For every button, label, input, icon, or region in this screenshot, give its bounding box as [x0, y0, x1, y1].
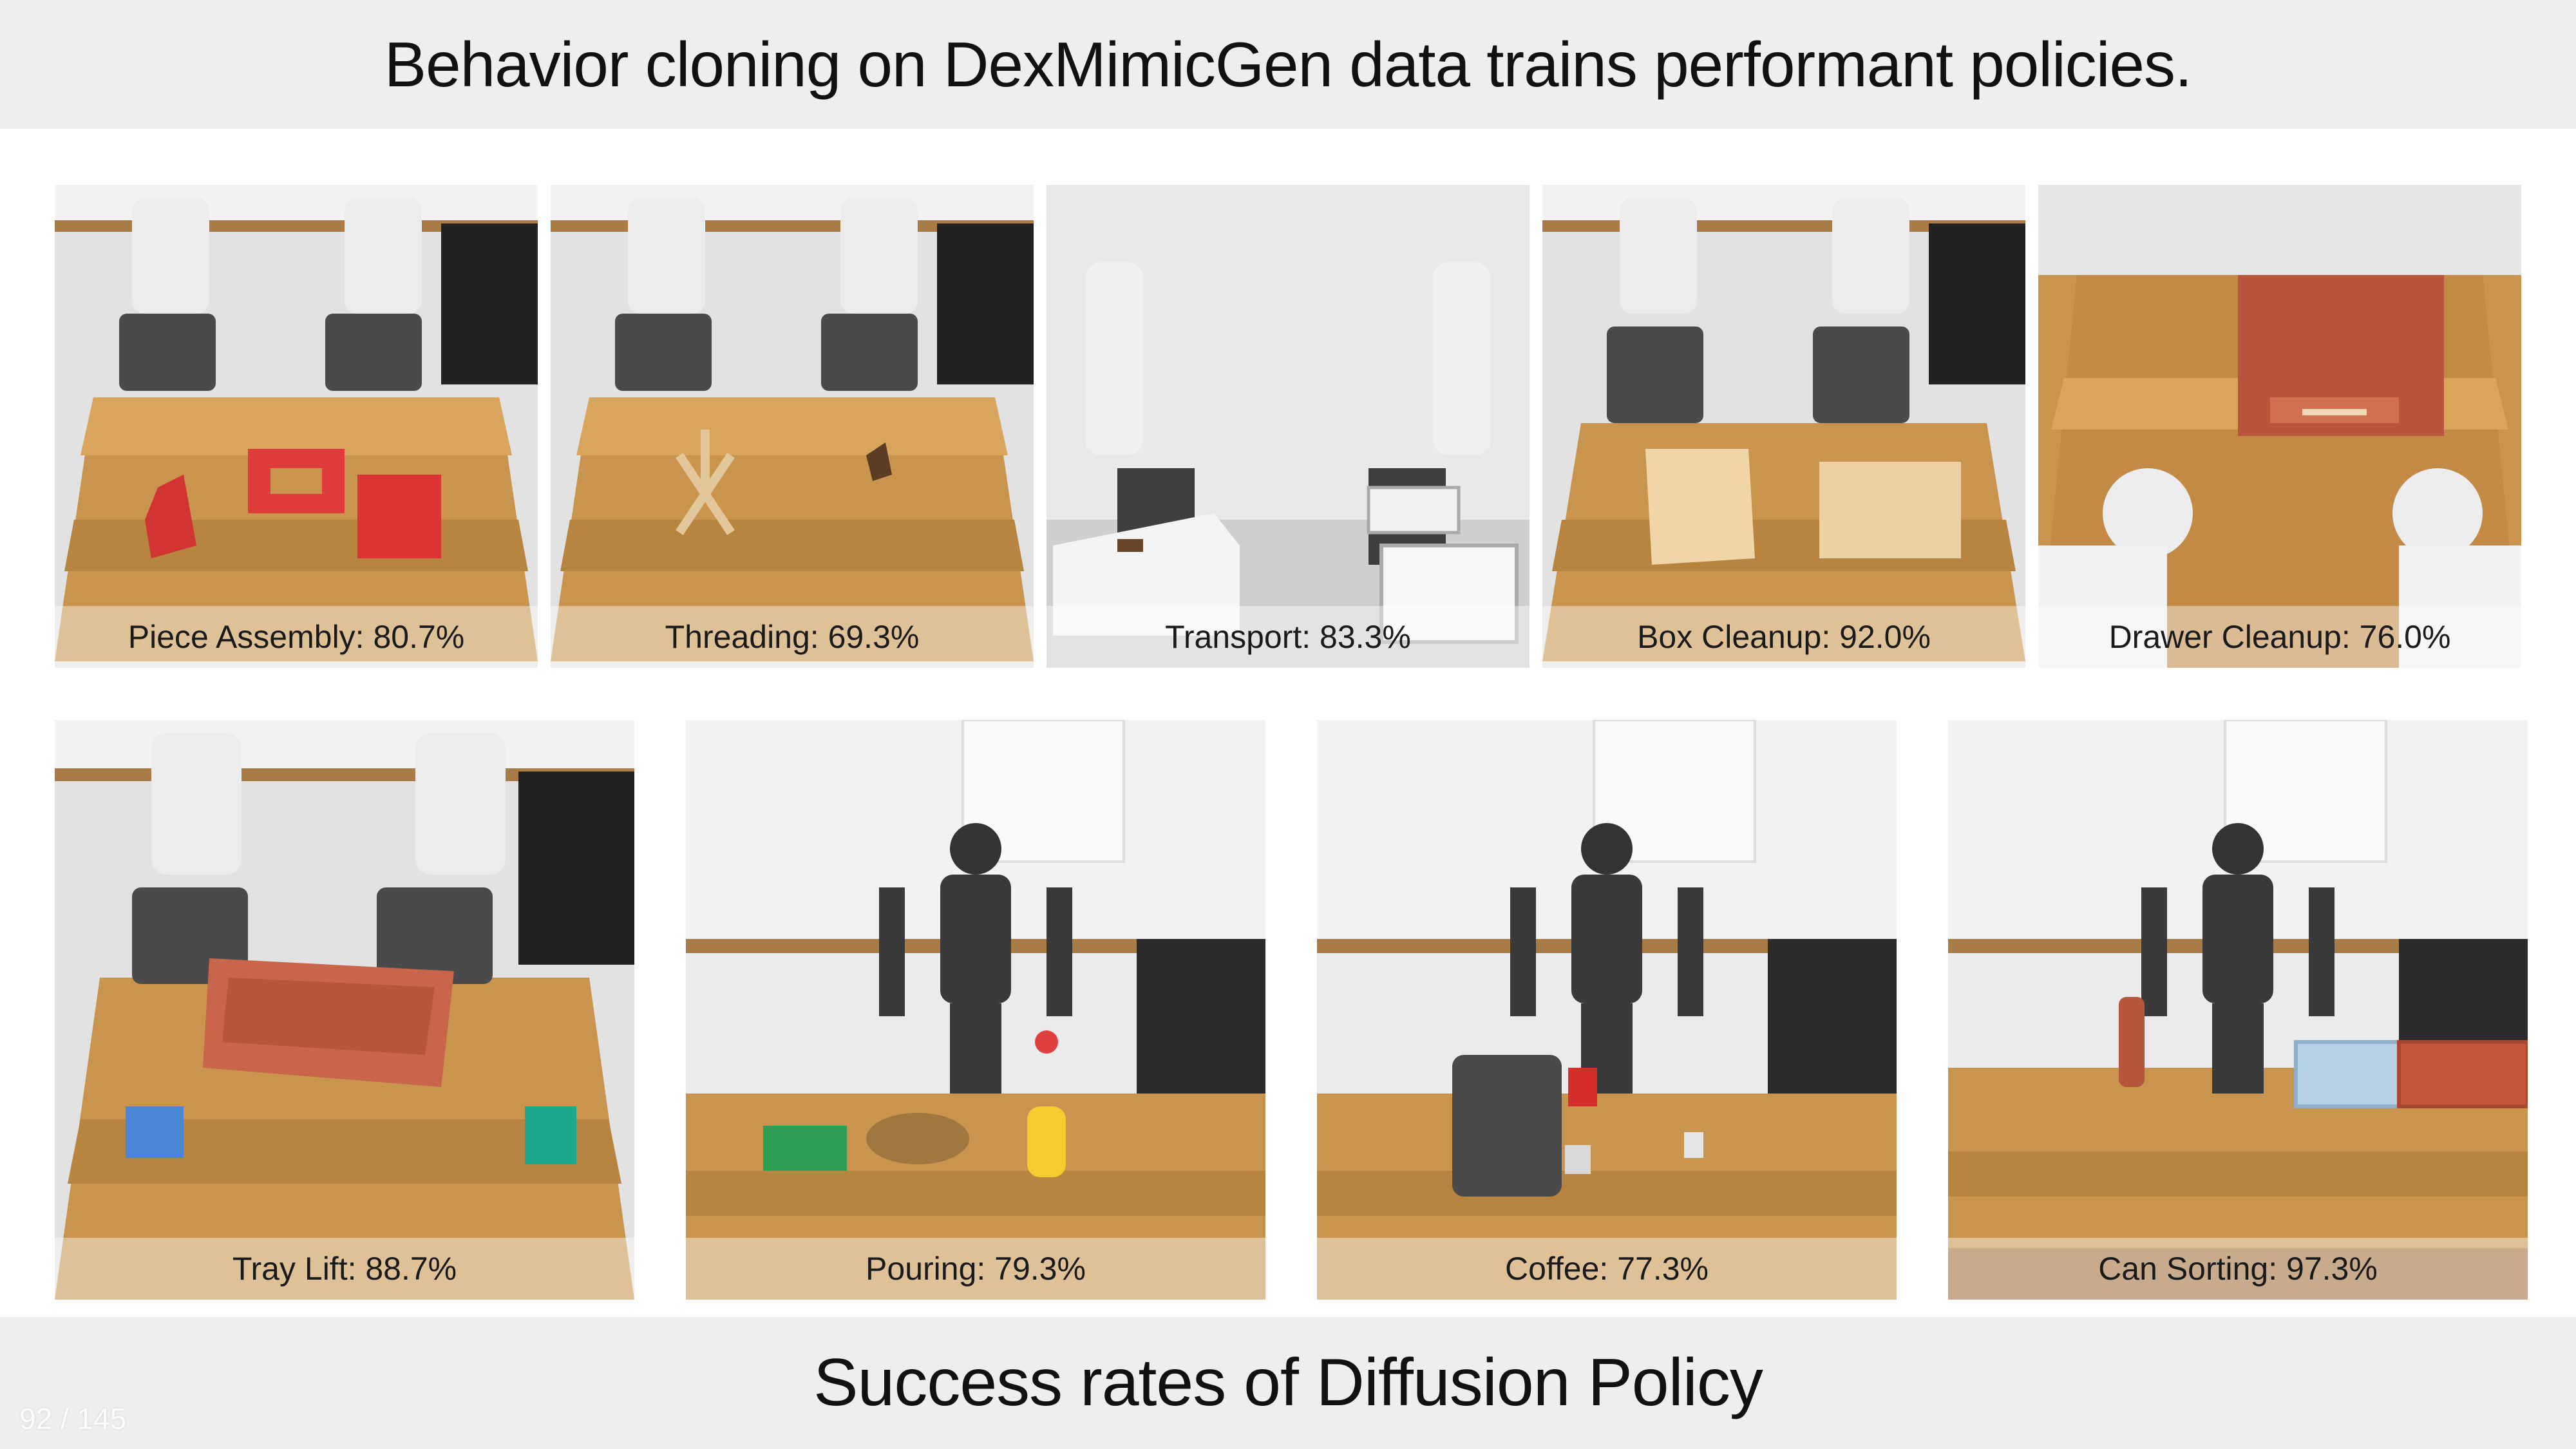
pouring-scene-image: [686, 720, 1265, 1300]
task-caption: Pouring: 79.3%: [686, 1238, 1265, 1300]
task-tile-can-sorting: Can Sorting: 97.3%: [1948, 720, 2528, 1300]
transport-scene-image: [1046, 185, 1530, 668]
task-tile-drawer-cleanup: Drawer Cleanup: 76.0%: [2038, 185, 2521, 668]
task-caption: Tray Lift: 88.7%: [55, 1238, 634, 1300]
task-caption: Threading: 69.3%: [551, 606, 1034, 668]
tray-lift-scene-image: [55, 720, 634, 1300]
can-sorting-scene-image: [1948, 720, 2528, 1300]
page-counter: 92 / 145: [19, 1402, 127, 1435]
slide-header: Behavior cloning on DexMimicGen data tra…: [0, 0, 2576, 129]
slide-title: Behavior cloning on DexMimicGen data tra…: [384, 28, 2193, 100]
coffee-scene-image: [1317, 720, 1897, 1300]
task-tile-transport: Transport: 83.3%: [1046, 185, 1530, 668]
task-tile-piece-assembly: Piece Assembly: 80.7%: [55, 185, 538, 668]
task-tile-box-cleanup: Box Cleanup: 92.0%: [1542, 185, 2025, 668]
box-cleanup-scene-image: [1542, 185, 2025, 668]
task-tile-tray-lift: Tray Lift: 88.7%: [55, 720, 634, 1300]
task-tile-threading: Threading: 69.3%: [551, 185, 1034, 668]
task-tile-coffee: Coffee: 77.3%: [1317, 720, 1897, 1300]
threading-scene-image: [551, 185, 1034, 668]
slide-subtitle: Success rates of Diffusion Policy: [813, 1345, 1763, 1420]
task-caption: Piece Assembly: 80.7%: [55, 606, 538, 668]
task-caption: Box Cleanup: 92.0%: [1542, 606, 2025, 668]
task-tile-pouring: Pouring: 79.3%: [686, 720, 1265, 1300]
task-caption: Coffee: 77.3%: [1317, 1238, 1897, 1300]
drawer-cleanup-scene-image: [2038, 185, 2521, 668]
piece-assembly-scene-image: [55, 185, 538, 668]
task-caption: Drawer Cleanup: 76.0%: [2038, 606, 2521, 668]
task-caption: Can Sorting: 97.3%: [1948, 1238, 2528, 1300]
task-caption: Transport: 83.3%: [1046, 606, 1530, 668]
slide-footer: Success rates of Diffusion Policy: [0, 1317, 2576, 1449]
